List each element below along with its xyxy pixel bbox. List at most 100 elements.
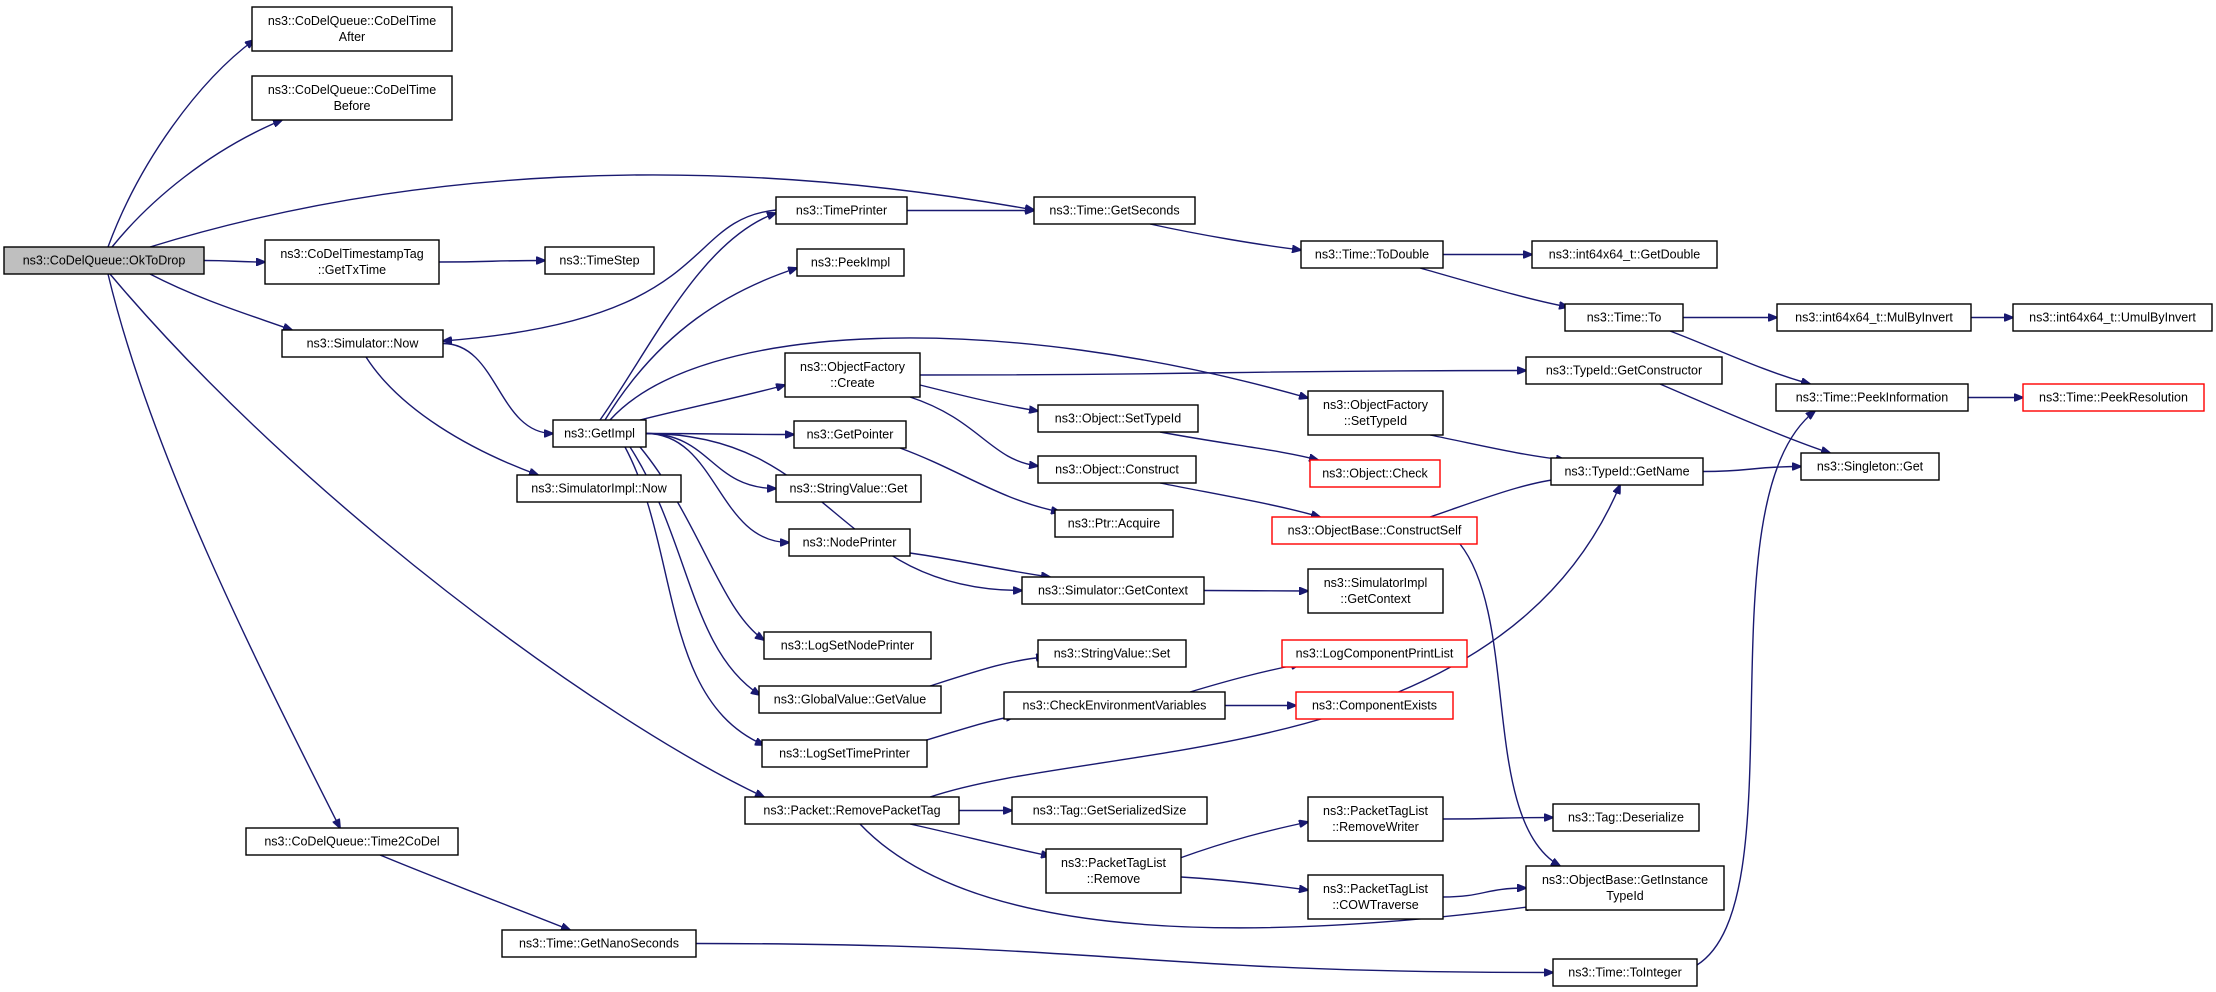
node-getNanoSeconds[interactable]: ns3::Time::GetNanoSeconds (501, 929, 697, 958)
node-box[interactable] (1037, 455, 1197, 484)
node-box[interactable] (1550, 457, 1704, 486)
node-timePrinter[interactable]: ns3::TimePrinter (775, 196, 908, 225)
node-logSetTimePrinter[interactable]: ns3::LogSetTimePrinter (761, 739, 928, 768)
node-typeIdGetConstructor[interactable]: ns3::TypeId::GetConstructor (1525, 356, 1723, 385)
node-box[interactable] (1033, 196, 1196, 225)
node-box[interactable] (775, 196, 908, 225)
node-box[interactable] (1307, 568, 1444, 614)
node-box[interactable] (744, 796, 960, 825)
node-objSetTypeId[interactable]: ns3::Object::SetTypeId (1037, 404, 1199, 433)
node-box[interactable] (793, 420, 907, 449)
node-box[interactable] (1552, 803, 1700, 832)
node-objCheck[interactable]: ns3::Object::Check (1309, 459, 1441, 488)
node-box[interactable] (1525, 865, 1725, 911)
node-box[interactable] (1525, 356, 1723, 385)
node-box[interactable] (763, 631, 932, 660)
node-checkEnv[interactable]: ns3::CheckEnvironmentVariables (1003, 691, 1226, 720)
node-stringValueGet[interactable]: ns3::StringValue::Get (775, 474, 922, 503)
node-simImplNow[interactable]: ns3::SimulatorImpl::Now (516, 474, 682, 503)
node-componentExists[interactable]: ns3::ComponentExists (1295, 691, 1454, 720)
node-singletonGet[interactable]: ns3::Singleton::Get (1800, 452, 1940, 481)
node-box[interactable] (1552, 958, 1698, 987)
node-box[interactable] (3, 246, 205, 275)
node-getImpl[interactable]: ns3::GetImpl (552, 419, 647, 448)
node-ptrAcquire[interactable]: ns3::Ptr::Acquire (1054, 509, 1174, 538)
node-simGetContext[interactable]: ns3::Simulator::GetContext (1021, 576, 1205, 605)
node-box[interactable] (552, 419, 647, 448)
node-objConstruct[interactable]: ns3::Object::Construct (1037, 455, 1197, 484)
node-objBaseConstructSelf[interactable]: ns3::ObjectBase::ConstructSelf (1271, 516, 1478, 545)
node-typeIdGetName[interactable]: ns3::TypeId::GetName (1550, 457, 1704, 486)
node-okToDrop[interactable]: ns3::CoDelQueue::OkToDrop (3, 246, 205, 275)
node-box[interactable] (1776, 303, 1972, 332)
node-box[interactable] (501, 929, 697, 958)
node-box[interactable] (1045, 848, 1182, 894)
node-box[interactable] (2022, 383, 2205, 412)
node-logComponentPrintList[interactable]: ns3::LogComponentPrintList (1281, 639, 1468, 668)
node-stringValueSet[interactable]: ns3::StringValue::Set (1037, 639, 1187, 668)
node-box[interactable] (1281, 639, 1468, 668)
node-box[interactable] (1531, 240, 1718, 269)
node-box[interactable] (788, 528, 911, 557)
node-box[interactable] (796, 248, 905, 277)
node-box[interactable] (1775, 383, 1969, 412)
node-timePeekResolution[interactable]: ns3::Time::PeekResolution (2022, 383, 2205, 412)
node-simImplGetContext[interactable]: ns3::SimulatorImpl::GetContext (1307, 568, 1444, 614)
node-simNow[interactable]: ns3::Simulator::Now (281, 329, 444, 358)
node-box[interactable] (1021, 576, 1205, 605)
node-timeTo[interactable]: ns3::Time::To (1564, 303, 1684, 332)
node-peekImpl[interactable]: ns3::PeekImpl (796, 248, 905, 277)
node-box[interactable] (544, 246, 655, 275)
node-i64GetDouble[interactable]: ns3::int64x64_t::GetDouble (1531, 240, 1718, 269)
node-box[interactable] (251, 6, 453, 52)
node-removePacketTag[interactable]: ns3::Packet::RemovePacketTag (744, 796, 960, 825)
node-box[interactable] (1564, 303, 1684, 332)
node-box[interactable] (1054, 509, 1174, 538)
node-objFactorySetTypeId[interactable]: ns3::ObjectFactory::SetTypeId (1307, 390, 1444, 436)
node-timePeekInformation[interactable]: ns3::Time::PeekInformation (1775, 383, 1969, 412)
node-getPointer[interactable]: ns3::GetPointer (793, 420, 907, 449)
node-i64MulByInvert[interactable]: ns3::int64x64_t::MulByInvert (1776, 303, 1972, 332)
node-getSeconds[interactable]: ns3::Time::GetSeconds (1033, 196, 1196, 225)
node-objFactoryCreate[interactable]: ns3::ObjectFactory::Create (784, 352, 921, 398)
node-time2CoDel[interactable]: ns3::CoDelQueue::Time2CoDel (245, 827, 459, 856)
node-i64UmulByInvert[interactable]: ns3::int64x64_t::UmulByInvert (2012, 303, 2213, 332)
node-box[interactable] (1307, 874, 1444, 920)
node-box[interactable] (1309, 459, 1441, 488)
node-box[interactable] (245, 827, 459, 856)
node-box[interactable] (1037, 404, 1199, 433)
node-getTxTime[interactable]: ns3::CoDelTimestampTag::GetTxTime (264, 239, 440, 285)
node-tagDeserialize[interactable]: ns3::Tag::Deserialize (1552, 803, 1700, 832)
node-box[interactable] (1003, 691, 1226, 720)
node-timeToDouble[interactable]: ns3::Time::ToDouble (1300, 240, 1444, 269)
node-timeStep[interactable]: ns3::TimeStep (544, 246, 655, 275)
node-box[interactable] (1037, 639, 1187, 668)
node-box[interactable] (758, 685, 942, 714)
node-box[interactable] (516, 474, 682, 503)
node-box[interactable] (1800, 452, 1940, 481)
node-box[interactable] (1271, 516, 1478, 545)
node-box[interactable] (1011, 796, 1208, 825)
node-tagGetSerializedSize[interactable]: ns3::Tag::GetSerializedSize (1011, 796, 1208, 825)
node-globalValueGetValue[interactable]: ns3::GlobalValue::GetValue (758, 685, 942, 714)
node-box[interactable] (281, 329, 444, 358)
node-timeToInteger[interactable]: ns3::Time::ToInteger (1552, 958, 1698, 987)
node-packetTagListRemove[interactable]: ns3::PacketTagList::Remove (1045, 848, 1182, 894)
node-box[interactable] (1300, 240, 1444, 269)
node-nodePrinter[interactable]: ns3::NodePrinter (788, 528, 911, 557)
node-box[interactable] (761, 739, 928, 768)
node-box[interactable] (2012, 303, 2213, 332)
node-box[interactable] (264, 239, 440, 285)
node-box[interactable] (1307, 796, 1444, 842)
node-ptlRemoveWriter[interactable]: ns3::PacketTagList::RemoveWriter (1307, 796, 1444, 842)
node-logSetNodePrinter[interactable]: ns3::LogSetNodePrinter (763, 631, 932, 660)
node-box[interactable] (775, 474, 922, 503)
node-ptlCOWTraverse[interactable]: ns3::PacketTagList::COWTraverse (1307, 874, 1444, 920)
node-box[interactable] (1307, 390, 1444, 436)
node-box[interactable] (1295, 691, 1454, 720)
node-box[interactable] (784, 352, 921, 398)
node-box[interactable] (251, 75, 453, 121)
